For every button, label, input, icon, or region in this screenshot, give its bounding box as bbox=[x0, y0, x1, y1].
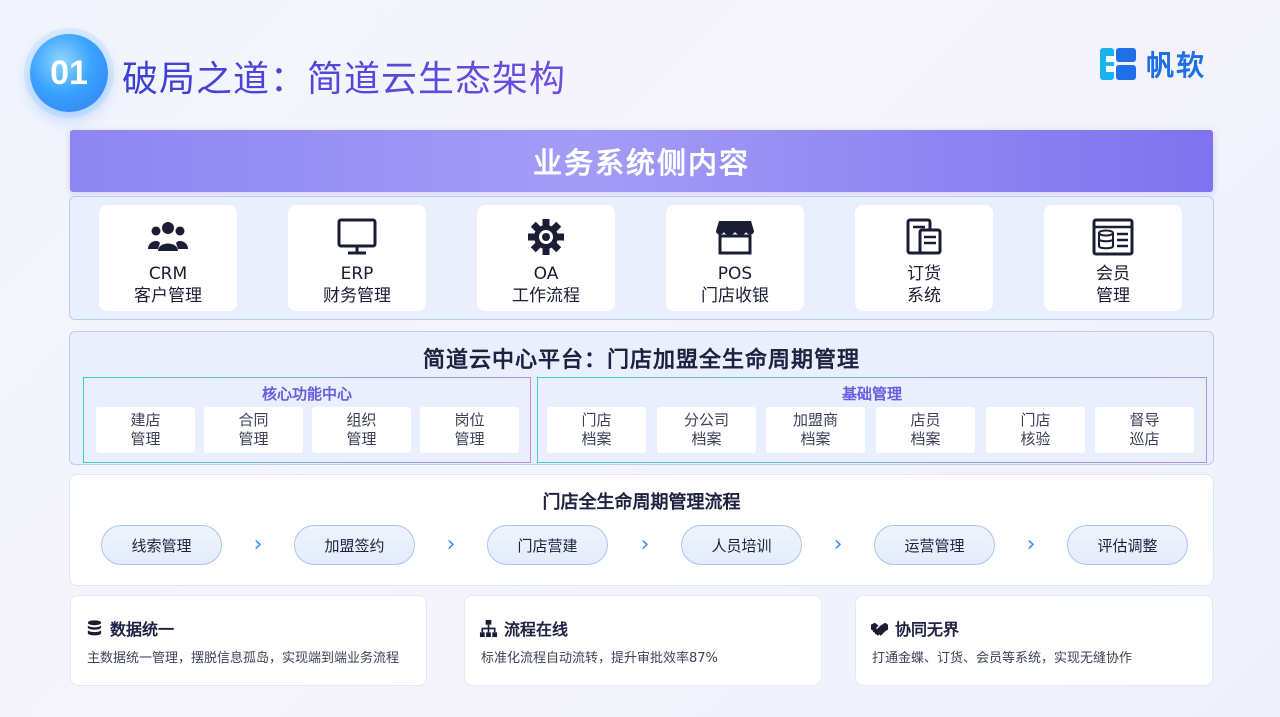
chevron-right-icon: › bbox=[833, 532, 843, 557]
feature-title: 协同无界 bbox=[895, 620, 960, 639]
feature-title: 流程在线 bbox=[504, 620, 569, 639]
platform-title: 简道云中心平台：门店加盟全生命周期管理 bbox=[422, 348, 860, 373]
group-title: 核心功能中心 bbox=[261, 385, 352, 403]
module-card: 建店管理 bbox=[96, 407, 195, 453]
database-icon bbox=[87, 619, 102, 635]
module-card: 合同管理 bbox=[204, 407, 303, 453]
flow-step: 线索管理 bbox=[101, 525, 222, 565]
org-chart-icon bbox=[479, 619, 498, 637]
system-label: 会员管理 bbox=[1096, 264, 1130, 306]
system-card-order: 订货系统 bbox=[855, 205, 993, 311]
flow-title: 门店全生命周期管理流程 bbox=[542, 492, 741, 513]
base-management-group: 基础管理 门店档案 分公司档案 加盟商档案 店员档案 门店核验 督导巡店 bbox=[537, 377, 1207, 463]
feature-card-collaboration: 协同无界 打通金蝶、订货、会员等系统，实现无缝协作 bbox=[855, 595, 1213, 686]
store-icon bbox=[716, 221, 754, 255]
gear-icon bbox=[528, 219, 564, 255]
chevron-right-icon: › bbox=[1026, 532, 1036, 557]
chevron-right-icon: › bbox=[446, 532, 456, 557]
member-icon bbox=[1092, 218, 1134, 256]
core-functions-group: 核心功能中心 建店管理 合同管理 组织管理 岗位管理 bbox=[83, 377, 531, 463]
module-card: 店员档案 bbox=[876, 407, 975, 453]
feature-description: 打通金蝶、订货、会员等系统，实现无缝协作 bbox=[872, 651, 1133, 666]
module-card: 组织管理 bbox=[312, 407, 411, 453]
flow-step: 运营管理 bbox=[874, 525, 995, 565]
handshake-icon bbox=[870, 622, 889, 636]
module-card: 督导巡店 bbox=[1095, 407, 1194, 453]
flow-step: 门店营建 bbox=[487, 525, 608, 565]
monitor-icon bbox=[337, 218, 377, 255]
brand-logo: 帆软 bbox=[1098, 44, 1206, 84]
section-number-badge: 01 bbox=[30, 34, 108, 112]
feature-title: 数据统一 bbox=[110, 620, 175, 639]
feature-card-process-online: 流程在线 标准化流程自动流转，提升审批效率87% bbox=[464, 595, 822, 686]
feature-description: 主数据统一管理，摆脱信息孤岛，实现端到端业务流程 bbox=[87, 651, 400, 666]
order-icon bbox=[906, 218, 942, 255]
group-title: 基础管理 bbox=[841, 385, 902, 403]
flow-step: 评估调整 bbox=[1067, 525, 1188, 565]
lifecycle-flow-panel: 门店全生命周期管理流程 线索管理 › 加盟签约 › 门店营建 › 人员培训 › … bbox=[69, 474, 1214, 586]
feature-description: 标准化流程自动流转，提升审批效率87% bbox=[481, 651, 718, 666]
module-card: 加盟商档案 bbox=[766, 407, 865, 453]
users-icon bbox=[148, 222, 188, 251]
feature-card-data-unify: 数据统一 主数据统一管理，摆脱信息孤岛，实现端到端业务流程 bbox=[70, 595, 427, 686]
central-platform-panel: 简道云中心平台：门店加盟全生命周期管理 核心功能中心 建店管理 合同管理 组织管… bbox=[69, 331, 1214, 465]
fanruan-logo-icon bbox=[1100, 48, 1136, 80]
chevron-right-icon: › bbox=[253, 532, 263, 557]
logo-text: 帆软 bbox=[1146, 49, 1207, 82]
flow-step: 人员培训 bbox=[681, 525, 802, 565]
page-title: 破局之道：简道云生态架构 bbox=[122, 50, 566, 102]
chevron-right-icon: › bbox=[640, 532, 650, 557]
module-card: 分公司档案 bbox=[657, 407, 756, 453]
module-card: 岗位管理 bbox=[420, 407, 519, 453]
module-card: 门店档案 bbox=[547, 407, 646, 453]
flow-step: 加盟签约 bbox=[294, 525, 415, 565]
system-card-member: 会员管理 bbox=[1044, 205, 1182, 311]
business-systems-banner: 业务系统侧内容 bbox=[70, 130, 1213, 192]
module-card: 门店核验 bbox=[986, 407, 1085, 453]
system-label: 订货系统 bbox=[907, 264, 941, 306]
